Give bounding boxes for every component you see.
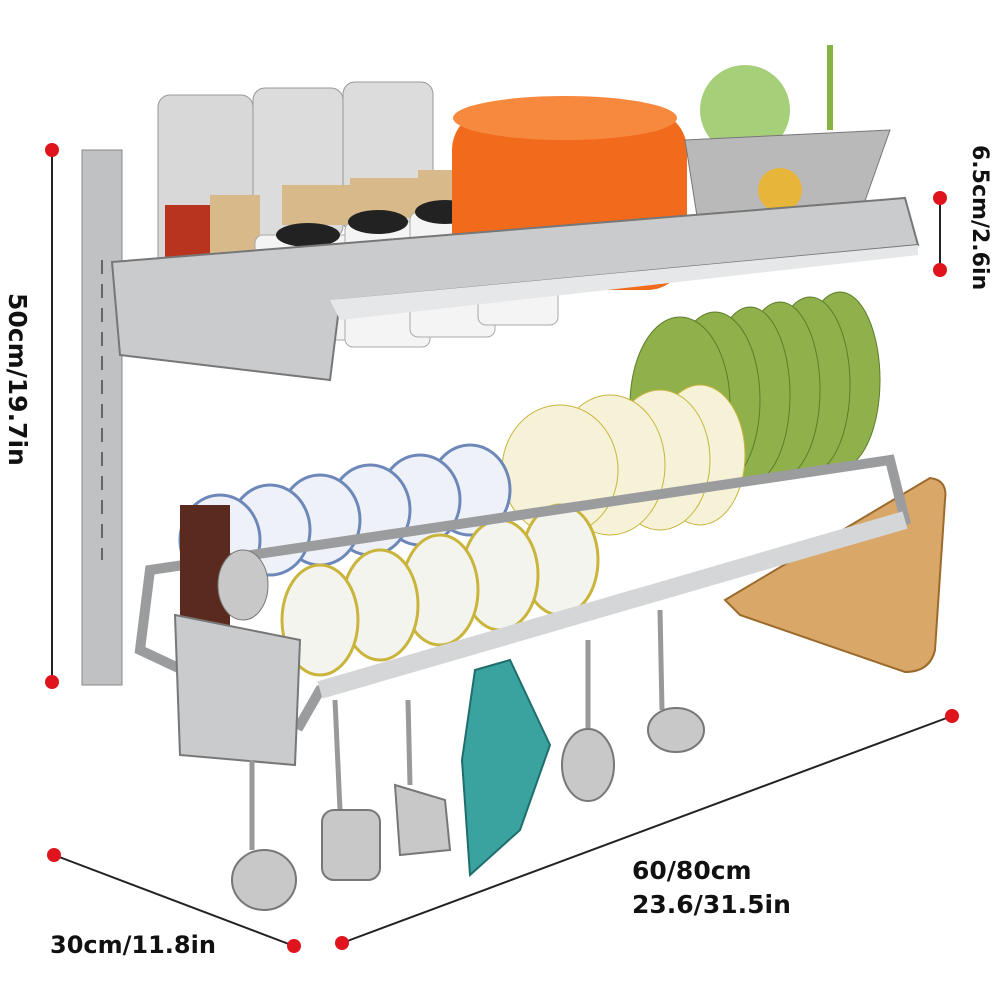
- depth-dimension-line: [53, 854, 295, 947]
- white-plates: [280, 503, 600, 677]
- utensil-holder: [173, 505, 302, 767]
- dish-towel: [460, 658, 552, 878]
- hanging-utensils: [231, 609, 705, 911]
- width-in-label: 23.6/31.5in: [632, 890, 791, 919]
- height-label: 50cm/19.7in: [3, 293, 32, 466]
- width-dimension-line: [341, 715, 953, 944]
- width-cm-label: 60/80cm: [632, 856, 752, 885]
- depth-label: 30cm/11.8in: [50, 931, 216, 959]
- dimension-markers: [45, 143, 959, 953]
- cutting-board: [723, 476, 947, 674]
- shelf-depth-label: 6.5cm/2.6in: [967, 145, 992, 291]
